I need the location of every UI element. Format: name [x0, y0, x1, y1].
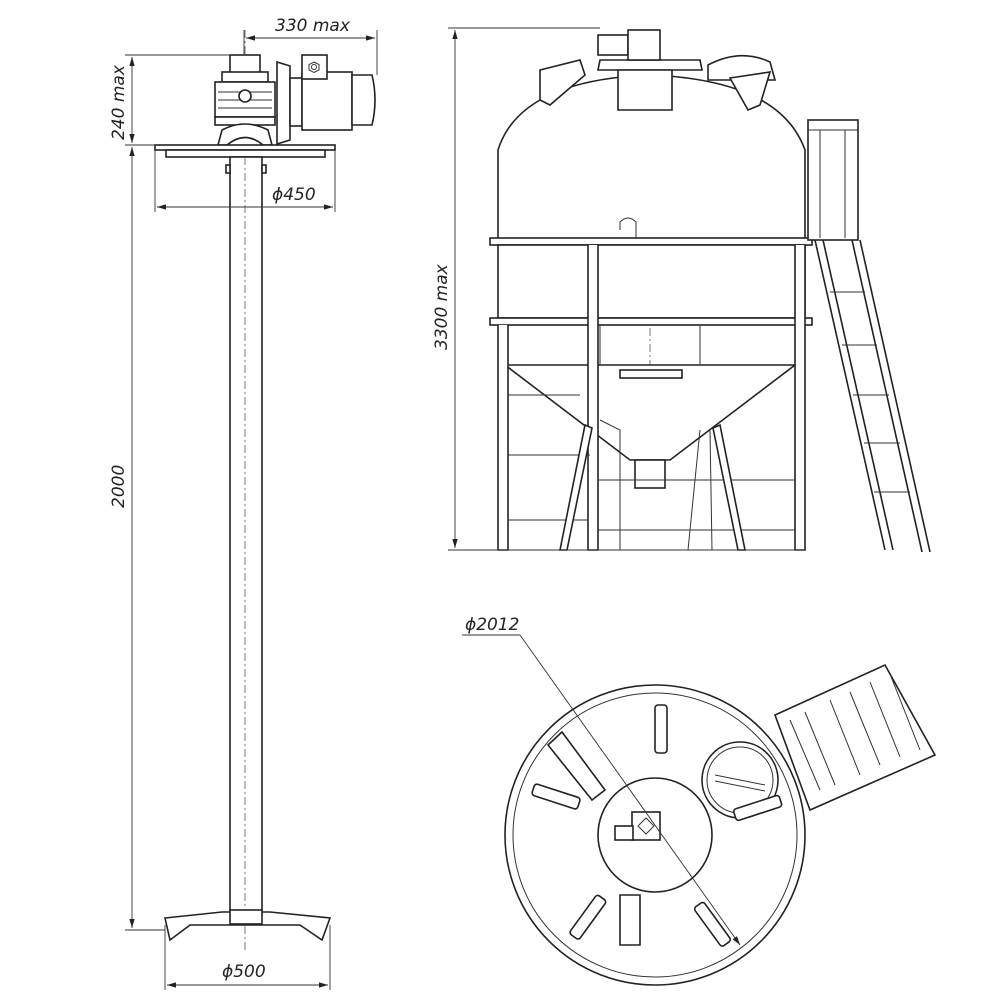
dimension-label-450: ϕ450 — [272, 185, 316, 205]
electric-motor — [289, 54, 376, 131]
dimension-label-500: ϕ500 — [222, 962, 266, 982]
tank-lid — [539, 29, 777, 112]
ladder-platform — [807, 119, 859, 241]
dimension-label-240: 240 max — [109, 64, 129, 140]
dimension-plate-diameter: ϕ450 — [154, 150, 336, 212]
gearbox — [214, 54, 276, 146]
dimension-shaft-length: 2000 — [109, 147, 165, 931]
dimension-tank-height: 3300 max — [432, 27, 600, 551]
dimension-label-2012: ϕ2012 — [465, 615, 519, 635]
dimension-label-2000: 2000 — [109, 465, 129, 508]
dimension-width: 330 max — [243, 16, 378, 75]
tank-front-view: 3300 max — [432, 27, 931, 553]
tank-legs — [497, 245, 806, 551]
dimension-label-330: 330 max — [275, 16, 351, 36]
mixer-side-view: 330 max 240 max ϕ450 2000 ϕ500 — [109, 16, 378, 990]
ladder-top — [773, 663, 937, 812]
ladder — [814, 239, 931, 553]
shaft — [225, 156, 267, 915]
tank-top-view: ϕ2012 — [462, 615, 937, 986]
radial-baffles — [531, 704, 783, 947]
dimension-label-3300: 3300 max — [432, 263, 452, 350]
impeller — [164, 909, 332, 942]
flange — [276, 60, 291, 146]
tank-body — [489, 74, 813, 489]
mounting-plate — [154, 144, 336, 158]
dimension-tank-diameter: ϕ2012 — [462, 615, 741, 946]
dimension-impeller-diameter: ϕ500 — [164, 925, 331, 990]
dimension-height-top: 240 max — [109, 54, 230, 146]
